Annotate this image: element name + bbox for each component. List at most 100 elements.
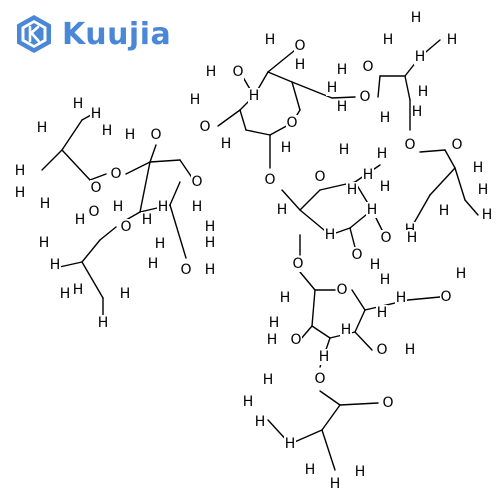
bond bbox=[139, 161, 151, 213]
atom-label-background bbox=[205, 64, 217, 80]
atom-hydrogen: H bbox=[267, 332, 278, 348]
bond bbox=[291, 81, 333, 99]
atom-hydrogen: H bbox=[60, 286, 71, 302]
bond bbox=[321, 404, 341, 431]
atom-label-background bbox=[290, 332, 302, 348]
atom-label-background bbox=[254, 414, 266, 430]
atom-hydrogen: H bbox=[113, 199, 124, 215]
atom-hydrogen: H bbox=[192, 199, 203, 215]
atom-label-background bbox=[90, 180, 102, 196]
atom-label-background bbox=[264, 32, 276, 48]
atom-label-background bbox=[326, 80, 338, 96]
atom-label-background bbox=[49, 257, 61, 273]
bond bbox=[81, 239, 101, 263]
atom-label-background bbox=[204, 262, 216, 278]
bond bbox=[41, 149, 63, 171]
atom-oxygen: O bbox=[351, 247, 362, 263]
bond bbox=[217, 109, 241, 127]
atom-hydrogen: H bbox=[190, 92, 201, 108]
atom-label-background bbox=[404, 342, 416, 358]
atom-label-background bbox=[292, 256, 304, 272]
atom-label-background bbox=[410, 10, 422, 26]
atom-hydrogen: H bbox=[37, 120, 48, 136]
atom-label-background bbox=[376, 305, 388, 321]
bond bbox=[61, 149, 91, 181]
atom-label-background bbox=[141, 212, 153, 228]
bond bbox=[339, 402, 379, 406]
bond bbox=[99, 226, 117, 241]
atom-hydrogen: H bbox=[148, 256, 159, 272]
bond bbox=[331, 96, 356, 99]
atom-hydrogen: H bbox=[91, 106, 102, 122]
atom-label-background bbox=[59, 286, 71, 302]
atom-label-background bbox=[150, 127, 162, 143]
bond bbox=[245, 129, 271, 136]
atom-label-background bbox=[376, 146, 388, 162]
atom-label-background bbox=[329, 476, 341, 492]
bond bbox=[354, 331, 373, 351]
atom-label-background bbox=[276, 202, 288, 218]
atom-label-background bbox=[294, 38, 306, 54]
atom-hydrogen: H bbox=[383, 32, 394, 48]
bond bbox=[61, 119, 83, 151]
atom-label-background bbox=[112, 199, 124, 215]
atom-hydrogen: H bbox=[355, 464, 366, 480]
atom-oxygen: O bbox=[292, 256, 303, 272]
atom-hydrogen: H bbox=[265, 32, 276, 48]
atom-label-background bbox=[264, 172, 276, 188]
atom-label-background bbox=[110, 166, 122, 182]
atom-label-background bbox=[284, 436, 296, 452]
atom-label-background bbox=[101, 123, 113, 139]
atom-label-background bbox=[395, 290, 407, 306]
atom-hydrogen: H bbox=[73, 96, 84, 112]
atom-label-background bbox=[379, 179, 391, 195]
atom-label-background bbox=[120, 219, 132, 235]
atom-label-background bbox=[279, 290, 291, 306]
atom-hydrogen: H bbox=[263, 372, 274, 388]
atom-label-background bbox=[472, 160, 484, 176]
atom-label-background bbox=[324, 227, 336, 243]
atom-hydrogen: H bbox=[473, 160, 484, 176]
atom-hydrogen: H bbox=[39, 235, 50, 251]
atom-label-background bbox=[362, 59, 374, 75]
atom-hydrogen: H bbox=[98, 315, 109, 331]
bond bbox=[239, 109, 247, 131]
atom-oxygen: O bbox=[382, 395, 393, 411]
atom-oxygen: O bbox=[150, 127, 161, 143]
atom-oxygen: O bbox=[440, 289, 451, 305]
atom-hydrogen: H bbox=[305, 462, 316, 478]
atom-label-background bbox=[451, 137, 463, 153]
atom-label-background bbox=[286, 115, 298, 131]
atom-hydrogen: H bbox=[377, 305, 388, 321]
atom-label-background bbox=[220, 136, 232, 152]
atom-label-background bbox=[189, 92, 201, 108]
atom-label-background bbox=[36, 120, 48, 136]
atom-oxygen: O bbox=[120, 219, 131, 235]
atom-hydrogen: H bbox=[439, 203, 450, 219]
atom-oxygen: O bbox=[90, 180, 101, 196]
atom-label-background bbox=[180, 262, 192, 278]
atom-hydrogen: H bbox=[125, 127, 136, 143]
atom-label-background bbox=[74, 212, 86, 228]
k-hexagon-icon bbox=[17, 15, 51, 53]
atom-label-background bbox=[477, 182, 489, 198]
atom-hydrogen: H bbox=[337, 62, 348, 78]
atom-hydrogen: H bbox=[50, 257, 61, 273]
atom-hydrogen: H bbox=[478, 182, 489, 198]
atom-hydrogen: H bbox=[102, 123, 113, 139]
bond bbox=[354, 309, 366, 333]
bond bbox=[299, 189, 321, 211]
atom-label-background bbox=[204, 219, 216, 235]
bond bbox=[351, 289, 366, 311]
atom-hydrogen: H bbox=[407, 230, 418, 246]
atom-hydrogen: H bbox=[15, 185, 26, 201]
atom-label-background bbox=[369, 257, 381, 273]
bond bbox=[169, 181, 181, 206]
atom-label-background bbox=[336, 99, 348, 115]
atom-oxygen: O bbox=[336, 282, 347, 298]
bond bbox=[311, 289, 316, 327]
atom-label-background bbox=[14, 163, 26, 179]
atom-hydrogen: H bbox=[380, 179, 391, 195]
atom-hydrogen: H bbox=[295, 57, 306, 73]
